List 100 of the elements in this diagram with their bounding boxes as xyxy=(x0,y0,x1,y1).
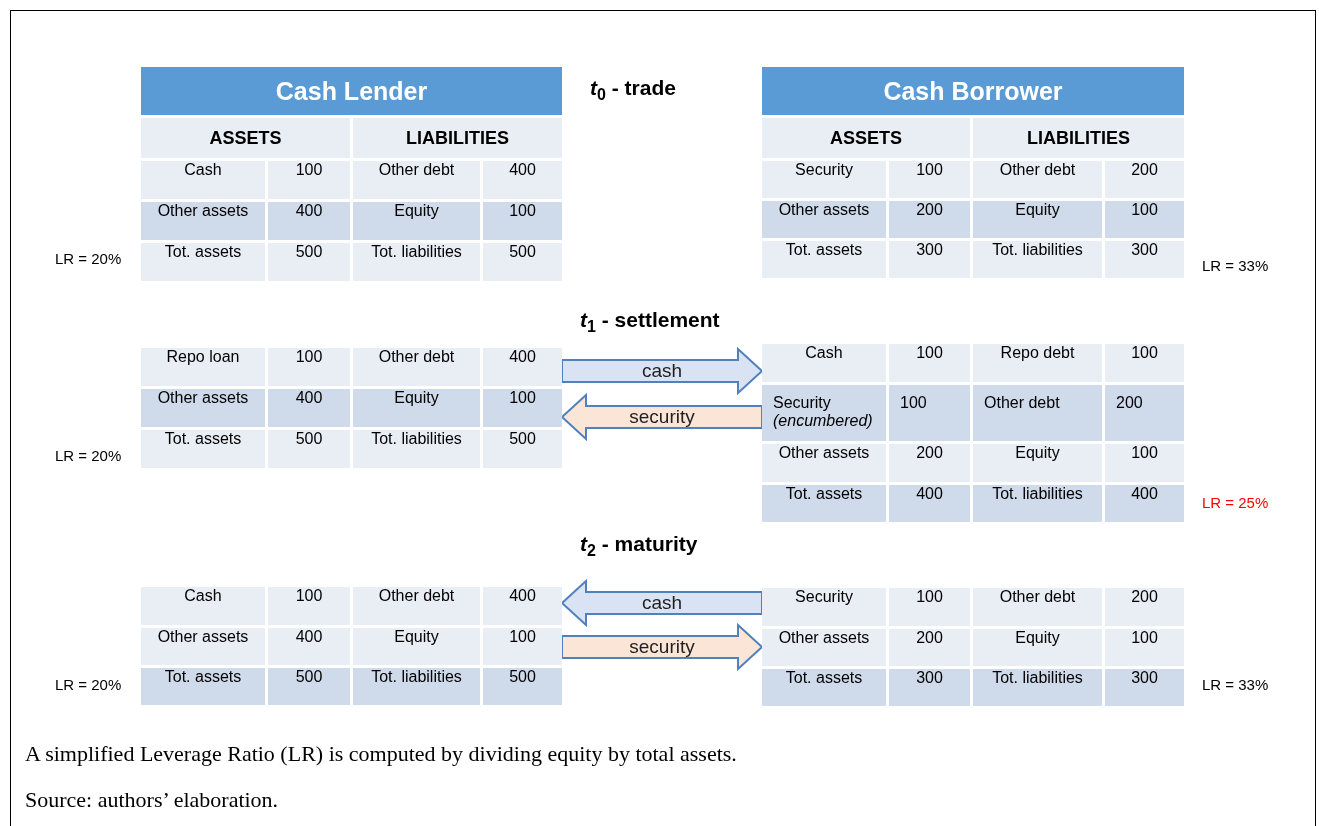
table-cell: 100 xyxy=(268,348,350,386)
table-cell: Cash xyxy=(762,344,886,382)
table-cell: Security xyxy=(762,588,886,626)
table-cell: Other debt xyxy=(353,161,480,199)
table-cell: Tot. assets xyxy=(762,241,886,278)
ratio-label: LR = 20% xyxy=(55,676,122,693)
column-header: LIABILITIES xyxy=(353,118,562,158)
table-cell: 100 xyxy=(1105,201,1184,238)
block-arrow xyxy=(560,578,763,628)
table-cell: 100 xyxy=(483,389,562,427)
ratio-label: LR = 20% xyxy=(55,447,122,464)
table-cell: 100 xyxy=(1105,444,1184,482)
table-cell: Tot. liabilities xyxy=(353,668,480,705)
table-cell: 400 xyxy=(268,628,350,665)
table-cell: 500 xyxy=(268,668,350,705)
caption: A simplified Leverage Ratio (LR) is computed by dividing equity by total assets. xyxy=(25,741,737,767)
table-cell: Tot. assets xyxy=(141,430,265,468)
table-cell: Other debt xyxy=(973,161,1102,198)
table-cell: Tot. assets xyxy=(762,669,886,706)
table-cell: Equity xyxy=(353,389,480,427)
table-cell: Tot. liabilities xyxy=(353,430,480,468)
table-cell: 400 xyxy=(889,485,970,522)
table-cell: 200 xyxy=(889,629,970,666)
table-cell: Cash xyxy=(141,587,265,625)
table-cell: 400 xyxy=(1105,485,1184,522)
table-cell: 100 xyxy=(483,202,562,240)
table-cell: Equity xyxy=(973,444,1102,482)
table-cell: Other debt xyxy=(353,587,480,625)
source-note: Source: authors’ elaboration. xyxy=(25,787,279,813)
table-cell: 500 xyxy=(483,668,562,705)
table-cell: Security xyxy=(762,161,886,198)
table-cell: Equity xyxy=(973,201,1102,238)
table-cell: 400 xyxy=(483,348,562,386)
table-cell: Equity xyxy=(353,202,480,240)
table-cell: 200 xyxy=(1105,588,1184,626)
phase-heading: t$_{1}$ - settlement xyxy=(580,308,720,337)
table-cell: Tot. liabilities xyxy=(973,485,1102,522)
table-cell: 300 xyxy=(1105,669,1184,706)
table-cell: Other assets xyxy=(141,202,265,240)
table-cell: 100 xyxy=(1105,344,1184,382)
table-cell: 500 xyxy=(268,430,350,468)
phase-heading: t$_{0}$ - trade xyxy=(590,76,676,105)
edge-label: cash xyxy=(641,360,683,382)
table-cell: 100 xyxy=(483,628,562,665)
table-cell: 400 xyxy=(268,389,350,427)
table-cell: 100 xyxy=(889,385,970,441)
column-header: LIABILITIES xyxy=(973,118,1184,158)
table-cell: Other assets xyxy=(141,628,265,665)
block-arrow xyxy=(561,346,764,396)
table-cell: Equity xyxy=(353,628,480,665)
table-cell: 500 xyxy=(483,430,562,468)
edge-label: security xyxy=(629,406,695,428)
ratio-label: LR = 33% xyxy=(1202,257,1269,274)
table-cell: Tot. assets xyxy=(141,243,265,281)
table-cell: 100 xyxy=(268,587,350,625)
table-cell: 500 xyxy=(483,243,562,281)
table-cell: 400 xyxy=(483,161,562,199)
table-cell: 100 xyxy=(889,161,970,198)
table-title: Cash Lender xyxy=(141,67,562,115)
edge-label: cash xyxy=(641,592,683,614)
column-header: ASSETS xyxy=(141,118,350,158)
table-cell: 200 xyxy=(1105,385,1184,441)
table-cell: 400 xyxy=(483,587,562,625)
table-cell: Tot. assets xyxy=(762,485,886,522)
table-cell: Other assets xyxy=(762,201,886,238)
phase-heading: t$_{2}$ - maturity xyxy=(580,532,698,561)
table-cell: Repo debt xyxy=(973,344,1102,382)
table-cell: 200 xyxy=(889,201,970,238)
table-cell: 400 xyxy=(268,202,350,240)
table-cell: 300 xyxy=(889,241,970,278)
table-cell: Equity xyxy=(973,629,1102,666)
table-cell: Other debt xyxy=(353,348,480,386)
table-cell: 200 xyxy=(889,444,970,482)
table-cell: Other assets xyxy=(141,389,265,427)
ratio-label: LR = 33% xyxy=(1202,676,1269,693)
table-cell: Cash xyxy=(141,161,265,199)
table-cell: Repo loan xyxy=(141,348,265,386)
column-header: ASSETS xyxy=(762,118,970,158)
table-cell: 500 xyxy=(268,243,350,281)
table-cell: Tot. liabilities xyxy=(973,241,1102,278)
table-cell: Other assets xyxy=(762,444,886,482)
ratio-label: LR = 25% xyxy=(1202,494,1269,511)
table-cell: 200 xyxy=(1105,161,1184,198)
table-cell: Tot. liabilities xyxy=(973,669,1102,706)
table-cell: Security (encumbered) xyxy=(762,385,886,441)
edge-label: security xyxy=(629,636,695,658)
table-cell: 100 xyxy=(889,344,970,382)
table-cell: 300 xyxy=(1105,241,1184,278)
table-cell: 300 xyxy=(889,669,970,706)
table-title: Cash Borrower xyxy=(762,67,1184,115)
block-arrow xyxy=(561,622,764,672)
block-arrow xyxy=(560,392,763,442)
table-cell: Other assets xyxy=(762,629,886,666)
table-cell: Tot. liabilities xyxy=(353,243,480,281)
ratio-label: LR = 20% xyxy=(55,250,122,267)
table-cell: Other debt xyxy=(973,588,1102,626)
table-cell: Tot. assets xyxy=(141,668,265,705)
table-cell: Other debt xyxy=(973,385,1102,441)
table-cell: 100 xyxy=(1105,629,1184,666)
table-cell: 100 xyxy=(889,588,970,626)
